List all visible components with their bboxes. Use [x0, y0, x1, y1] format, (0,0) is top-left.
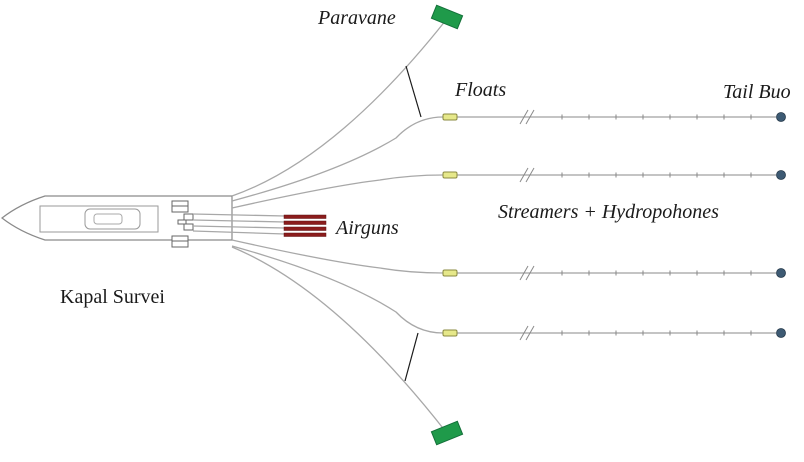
float-2	[442, 171, 458, 179]
airgun-2	[283, 220, 327, 225]
airgun-array	[283, 214, 327, 237]
tow-cables	[192, 19, 447, 433]
streamers-label: Streamers + Hydropohones	[498, 201, 719, 223]
airgun-4	[283, 232, 327, 237]
tail-buoy-label: Tail Buo	[723, 81, 791, 103]
tail-buoy-2	[776, 170, 786, 180]
airgun-3	[283, 226, 327, 231]
paravane-top	[430, 4, 464, 30]
tail-buoy-1	[776, 112, 786, 122]
lead-in-cable-3	[231, 239, 444, 274]
lead-in-cable-4	[231, 245, 444, 334]
float-4	[442, 329, 458, 337]
paravanes	[430, 4, 464, 446]
streamer-break-marks	[519, 109, 535, 341]
stern-winches	[171, 200, 194, 248]
tail-buoys	[776, 112, 786, 338]
airgun-umbilical-1	[192, 213, 286, 217]
floats	[442, 113, 458, 337]
airgun-umbilical-3	[192, 225, 286, 229]
float-3	[442, 269, 458, 277]
airgun-umbilical-4	[192, 230, 286, 235]
floats-label: Floats	[455, 79, 507, 101]
hydrophone-group	[561, 114, 752, 336]
tail-buoy-3	[776, 268, 786, 278]
airgun-umbilical-2	[192, 219, 286, 223]
spreader-rope-bottom	[404, 332, 419, 382]
vessel-label: Kapal Survei	[60, 286, 165, 308]
spreader-ropes	[404, 65, 422, 382]
airgun-1	[283, 214, 327, 219]
paravane-bottom	[430, 420, 464, 446]
spreader-rope-top	[405, 65, 422, 118]
survey-vessel	[1, 195, 233, 248]
paravane-tow-line-bottom	[231, 246, 447, 433]
airguns-label: Airguns	[336, 217, 399, 239]
vessel-bridge	[93, 213, 123, 225]
float-1	[442, 113, 458, 121]
paravane-tow-line-top	[231, 19, 447, 197]
paravane-label: Paravane	[318, 7, 396, 29]
streamers	[457, 116, 776, 334]
lead-in-cable-2	[231, 174, 444, 209]
lead-in-cable-1	[231, 116, 444, 202]
tail-buoy-4	[776, 328, 786, 338]
